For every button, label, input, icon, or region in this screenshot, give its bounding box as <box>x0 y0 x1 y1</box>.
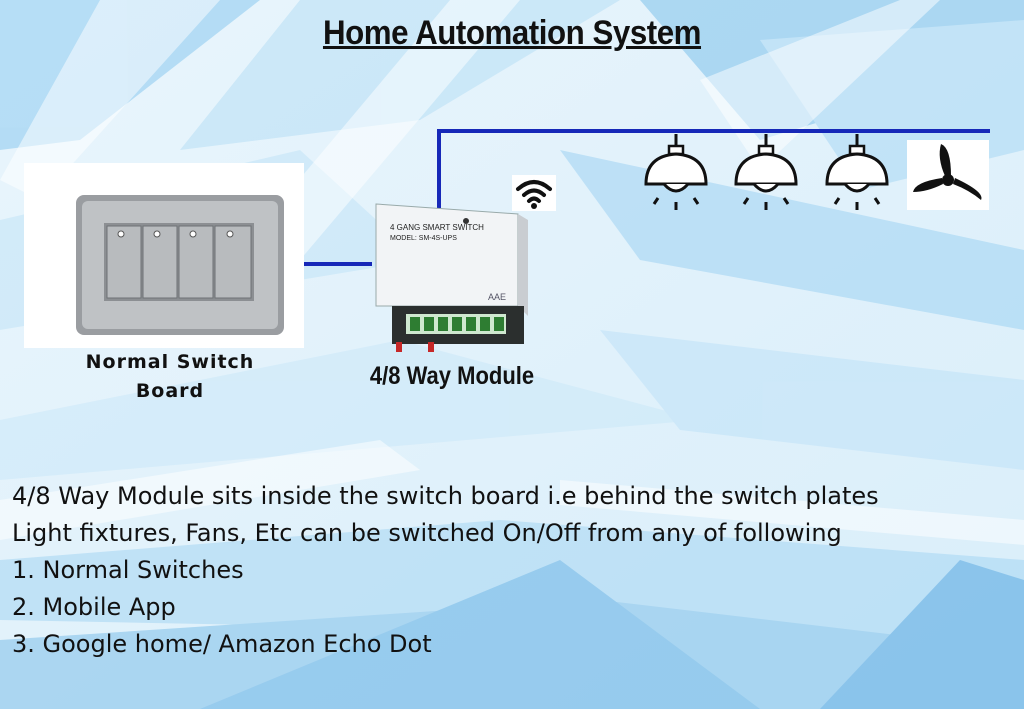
module-image: 4 GANG SMART SWITCH MODEL: SM-4S-UPS AAE <box>375 203 528 352</box>
description-line: 4/8 Way Module sits inside the switch bo… <box>12 482 879 510</box>
power-wire <box>437 129 990 208</box>
bulb-icon <box>644 134 708 210</box>
switch-board-image <box>24 163 304 348</box>
description-line: Light fixtures, Fans, Etc can be switche… <box>12 519 842 547</box>
module-face-line2: MODEL: SM-4S-UPS <box>390 235 457 242</box>
bulb-icon <box>825 134 889 210</box>
list-item: 1. Normal Switches <box>12 556 244 584</box>
list-item: 2. Mobile App <box>12 593 176 621</box>
bulb-icon <box>734 134 798 210</box>
fan-icon <box>907 140 989 210</box>
list-item: 3. Google home/ Amazon Echo Dot <box>12 630 432 658</box>
module-brand: AAE <box>488 292 506 302</box>
switch-board-label: Normal Switch Board <box>85 351 255 402</box>
switch-rockers <box>106 225 252 299</box>
module-label: 4/8 Way Module <box>369 362 535 390</box>
module-face-line1: 4 GANG SMART SWITCH <box>390 223 484 232</box>
description: 4/8 Way Module sits inside the switch bo… <box>12 478 1022 663</box>
wifi-icon <box>512 175 556 211</box>
page-title: Home Automation System <box>322 14 702 52</box>
